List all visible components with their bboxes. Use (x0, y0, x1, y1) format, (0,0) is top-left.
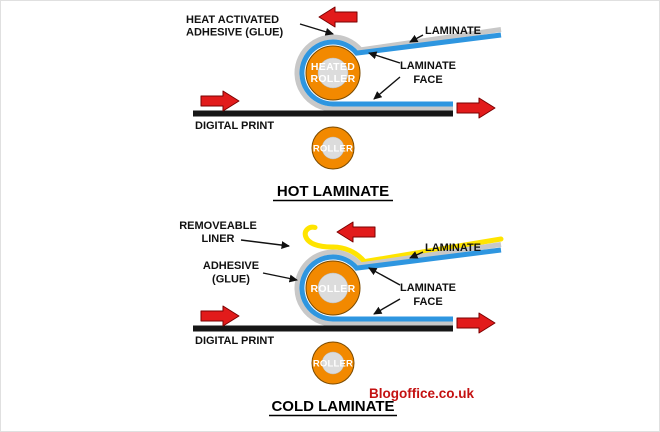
hot-flow-arrow-in-icon (200, 90, 240, 112)
hot-laminate-pointer-arrow (409, 34, 424, 43)
hot-bottom-roller-core (321, 136, 345, 160)
cold-liner-label-line1: REMOVEABLE (179, 220, 257, 232)
cold-laminate-web (299, 247, 502, 322)
cold-roller-core (317, 272, 349, 304)
hot-laminate-web (299, 32, 502, 107)
hot-laminate-face-upper-arrow (368, 51, 401, 64)
cold-adhesive-pointer-arrow (262, 272, 298, 283)
cold-bottom-roller-core (321, 351, 345, 375)
cold-roller-label: ROLLER (311, 283, 356, 295)
hot-flow-arrow-out-icon (456, 97, 496, 119)
cold-laminate-label: LAMINATE (425, 242, 481, 254)
hot-adhesive-layer (294, 27, 502, 112)
cold-adhesive-label-line1: ADHESIVE (203, 260, 259, 272)
hot-heated-roller-label-2: ROLLER (311, 73, 356, 85)
hot-flow-arrow-left-icon (318, 6, 358, 28)
cold-laminate-section: ROLLER ROLLER REMOVEABLE LINER ADHESIVE … (179, 220, 504, 417)
cold-flow-arrow-out-icon (456, 312, 496, 334)
hot-laminate-face-lower-arrow (373, 76, 401, 100)
cold-adhesive-layer (294, 242, 502, 327)
hot-heated-roller-core (317, 57, 349, 89)
hot-laminate-face-label-line1: LAMINATE (400, 60, 456, 72)
cold-adhesive-label-line2: (GLUE) (212, 274, 250, 286)
cold-liner-pointer-arrow (240, 239, 290, 250)
hot-digital-print-label: DIGITAL PRINT (195, 120, 274, 132)
hot-bottom-roller-label: ROLLER (313, 144, 353, 155)
cold-laminate-face-upper-arrow (368, 267, 401, 286)
hot-laminate-face-label-line2: FACE (413, 74, 442, 86)
cold-flow-arrow-in-icon (200, 305, 240, 327)
hot-adhesive-label-line1: HEAT ACTIVATED (186, 14, 279, 26)
cold-laminate-face-label-line1: LAMINATE (400, 282, 456, 294)
hot-laminate-label: LAMINATE (425, 25, 481, 37)
hot-laminate-section: HEATED ROLLER ROLLER HEAT ACTIVATED ADHE… (186, 6, 502, 202)
cold-removable-liner (302, 224, 504, 265)
cold-laminate-face-label-line2: FACE (413, 296, 442, 308)
cold-title: COLD LAMINATE (271, 398, 394, 415)
hot-heated-roller-label-1: HEATED (311, 61, 355, 73)
hot-title: HOT LAMINATE (277, 183, 389, 200)
cold-digital-print-label: DIGITAL PRINT (195, 335, 274, 347)
cold-liner-label-line2: LINER (202, 233, 235, 245)
cold-laminate-pointer-arrow (409, 251, 424, 259)
cold-laminate-face-lower-arrow (373, 298, 401, 315)
hot-adhesive-pointer-arrow (299, 23, 334, 36)
cold-bottom-roller-label: ROLLER (313, 359, 353, 370)
hot-adhesive-label-line2: ADHESIVE (GLUE) (186, 27, 284, 39)
watermark-text: Blogoffice.co.uk (369, 386, 474, 401)
cold-flow-arrow-left-icon (336, 221, 376, 243)
